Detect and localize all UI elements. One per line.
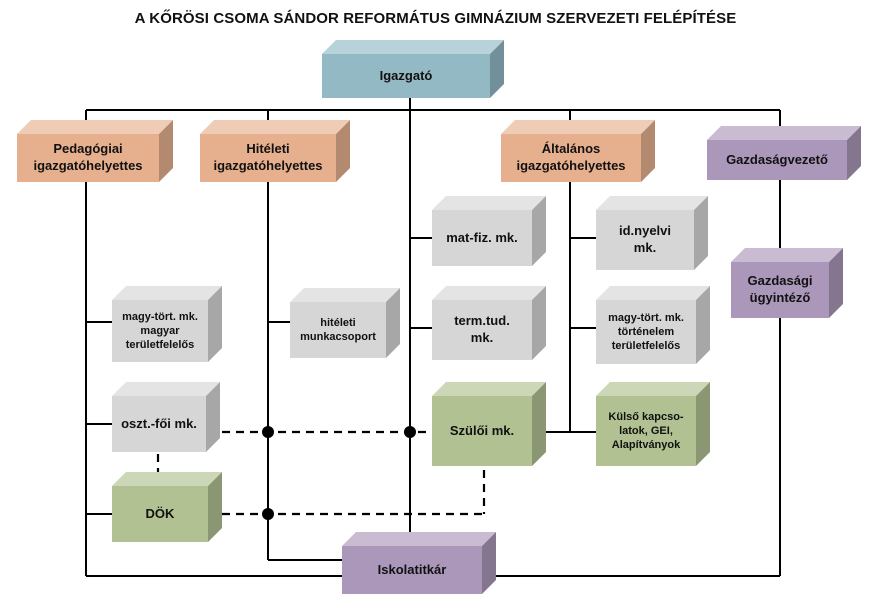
- box-gazdasagvezeto: [707, 126, 861, 180]
- box-side-face: [694, 196, 708, 270]
- box-side-face: [532, 286, 546, 360]
- box-top-face: [432, 286, 546, 300]
- box-front-face: [596, 300, 696, 364]
- box-pedagogiai: [17, 120, 173, 182]
- box-side-face: [206, 382, 220, 452]
- box-top-face: [596, 286, 710, 300]
- box-front-face: [200, 134, 336, 182]
- box-side-face: [482, 532, 496, 594]
- chart-title: A KŐRÖSI CSOMA SÁNDOR REFORMÁTUS GIMNÁZI…: [134, 10, 737, 27]
- box-top-face: [322, 40, 504, 54]
- box-szuloi: [432, 382, 546, 466]
- box-magy-tort-tortenelem: [596, 286, 710, 364]
- box-front-face: [342, 546, 482, 594]
- box-gazdasagi-ugyintezo: [731, 248, 843, 318]
- box-side-face: [829, 248, 843, 318]
- box-front-face: [112, 300, 208, 362]
- box-front-face: [432, 300, 532, 360]
- box-front-face: [707, 140, 847, 180]
- box-front-face: [596, 396, 696, 466]
- junction-dot: [262, 426, 274, 438]
- box-igazgato: [322, 40, 504, 98]
- box-top-face: [596, 382, 710, 396]
- box-oszt-foi: [112, 382, 220, 452]
- box-top-face: [707, 126, 861, 140]
- box-side-face: [641, 120, 655, 182]
- box-kulso: [596, 382, 710, 466]
- box-top-face: [432, 382, 546, 396]
- box-side-face: [386, 288, 400, 358]
- box-top-face: [290, 288, 400, 302]
- box-dok: [112, 472, 222, 542]
- box-front-face: [112, 486, 208, 542]
- box-top-face: [200, 120, 350, 134]
- box-front-face: [112, 396, 206, 452]
- box-front-face: [432, 210, 532, 266]
- box-side-face: [696, 286, 710, 364]
- box-iskolatitkar: [342, 532, 496, 594]
- box-front-face: [432, 396, 532, 466]
- box-front-face: [731, 262, 829, 318]
- box-id-nyelvi: [596, 196, 708, 270]
- box-hiteleti-munkacsoport: [290, 288, 400, 358]
- box-front-face: [501, 134, 641, 182]
- box-side-face: [696, 382, 710, 466]
- box-front-face: [17, 134, 159, 182]
- box-side-face: [208, 286, 222, 362]
- box-side-face: [490, 40, 504, 98]
- box-mat-fiz: [432, 196, 546, 266]
- box-top-face: [596, 196, 708, 210]
- junction-dot: [404, 426, 416, 438]
- box-side-face: [208, 472, 222, 542]
- box-hiteleti: [200, 120, 350, 182]
- box-top-face: [112, 472, 222, 486]
- junction-dots: [262, 426, 416, 520]
- box-term-tud: [432, 286, 546, 360]
- box-top-face: [731, 248, 843, 262]
- box-front-face: [322, 54, 490, 98]
- box-side-face: [532, 196, 546, 266]
- junction-dot: [262, 508, 274, 520]
- boxes-layer: [17, 40, 861, 594]
- box-side-face: [159, 120, 173, 182]
- box-top-face: [432, 196, 546, 210]
- box-top-face: [342, 532, 496, 546]
- box-side-face: [847, 126, 861, 180]
- box-front-face: [596, 210, 694, 270]
- box-top-face: [112, 382, 220, 396]
- box-magy-tort-magyar: [112, 286, 222, 362]
- box-altalanos: [501, 120, 655, 182]
- box-front-face: [290, 302, 386, 358]
- box-side-face: [532, 382, 546, 466]
- box-top-face: [17, 120, 173, 134]
- box-top-face: [501, 120, 655, 134]
- box-side-face: [336, 120, 350, 182]
- box-top-face: [112, 286, 222, 300]
